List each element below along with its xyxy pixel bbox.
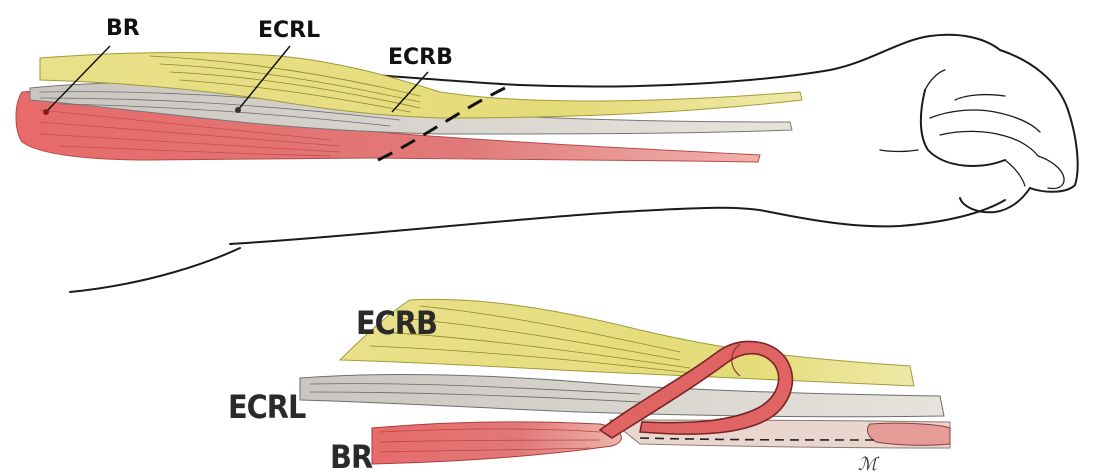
top-arm-lower-outline-left [70, 248, 240, 292]
ecrl-leader-dot [235, 107, 241, 113]
artist-signature: ℳ [858, 454, 880, 474]
bottom-tendon-transfer-view: ECRB ECRL BR ℳ [228, 299, 950, 474]
label-ecrb-bottom: ECRB [356, 304, 437, 342]
br-leader-dot [43, 109, 49, 115]
bottom-tendon-stub [868, 423, 950, 445]
label-br-top: BR [106, 16, 140, 41]
label-ecrb-top: ECRB [388, 45, 453, 70]
label-ecrl-top: ECRL [258, 18, 320, 43]
bottom-brachioradialis-muscle [372, 422, 621, 464]
fist-drawing [880, 50, 1078, 212]
top-forearm-view: BR ECRL ECRB [16, 16, 1078, 292]
top-arm-lower-outline [230, 200, 1005, 244]
label-br-bottom: BR [330, 438, 373, 474]
label-ecrl-bottom: ECRL [228, 388, 306, 426]
